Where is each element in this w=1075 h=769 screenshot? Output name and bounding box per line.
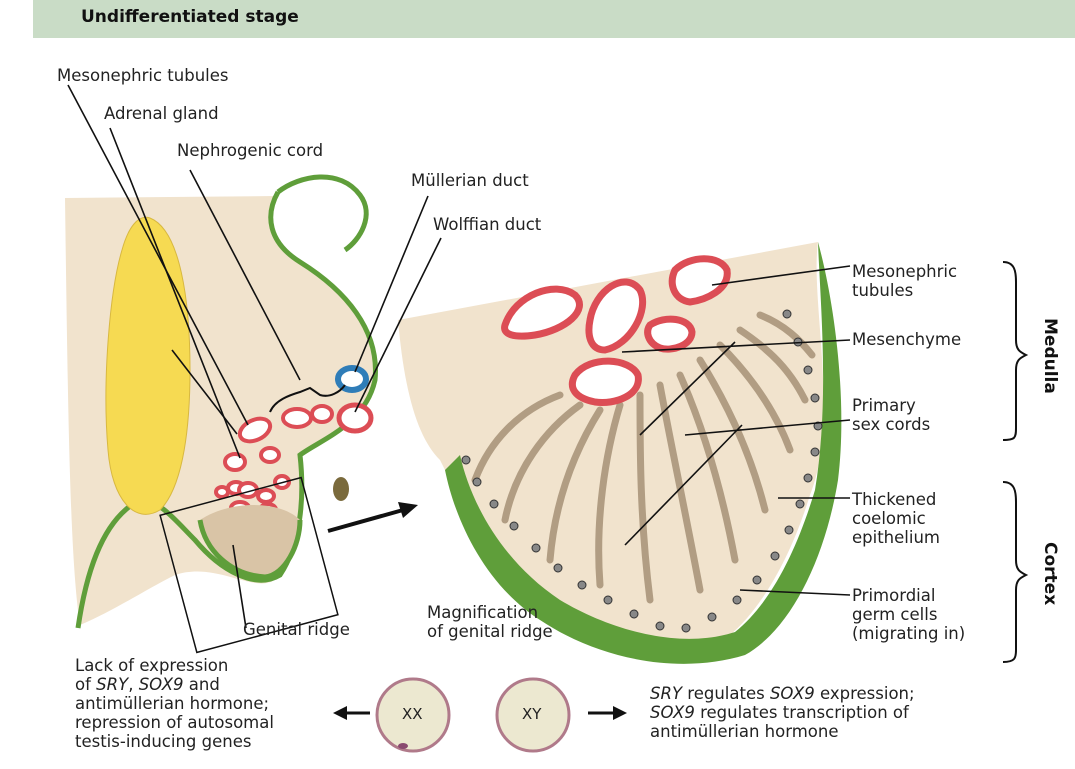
xy-arrow-head (613, 706, 627, 720)
label-cortex: Cortex (1040, 542, 1060, 605)
label-magnification: Magnification of genital ridge (427, 603, 553, 641)
xx-arrow-head (333, 706, 347, 720)
magnify-arrow-line (328, 510, 403, 531)
magnify-arrow-head (398, 502, 418, 518)
label-mullerian-duct: Müllerian duct (411, 171, 529, 190)
label-primordial-germ-cells: Primordial germ cells (migrating in) (852, 586, 965, 643)
embryo-cross-section (65, 177, 375, 653)
xy-cell-label: XY (522, 705, 541, 723)
cortex-bracket (1003, 482, 1026, 662)
adrenal-gland-shape (106, 217, 190, 514)
medulla-bracket (1003, 262, 1026, 440)
magnified-genital-ridge (398, 242, 841, 664)
small-oval (333, 477, 349, 501)
label-wolffian-duct: Wolffian duct (433, 215, 541, 234)
label-medulla: Medulla (1040, 318, 1060, 394)
label-mesenchyme: Mesenchyme (852, 330, 961, 349)
mullerian-duct-shape (338, 368, 366, 390)
xy-note: SRY regulates SOX9 expression; SOX9 regu… (650, 684, 915, 741)
label-mesonephric-tubules: Mesonephric tubules (57, 66, 229, 85)
label-thickened-epithelium: Thickened coelomic epithelium (852, 490, 940, 547)
label-primary-sex-cords: Primary sex cords (852, 396, 930, 434)
label-mag-mesonephric-tubules: Mesonephric tubules (852, 262, 957, 300)
label-nephrogenic-cord: Nephrogenic cord (177, 141, 323, 160)
label-genital-ridge: Genital ridge (243, 620, 350, 639)
label-adrenal-gland: Adrenal gland (104, 104, 219, 123)
xx-note: Lack of expression of SRY, SOX9 and anti… (75, 656, 274, 751)
wolffian-duct-shape (339, 405, 371, 431)
mesentery-outline (278, 177, 366, 250)
xx-cell-label: XX (402, 705, 423, 723)
